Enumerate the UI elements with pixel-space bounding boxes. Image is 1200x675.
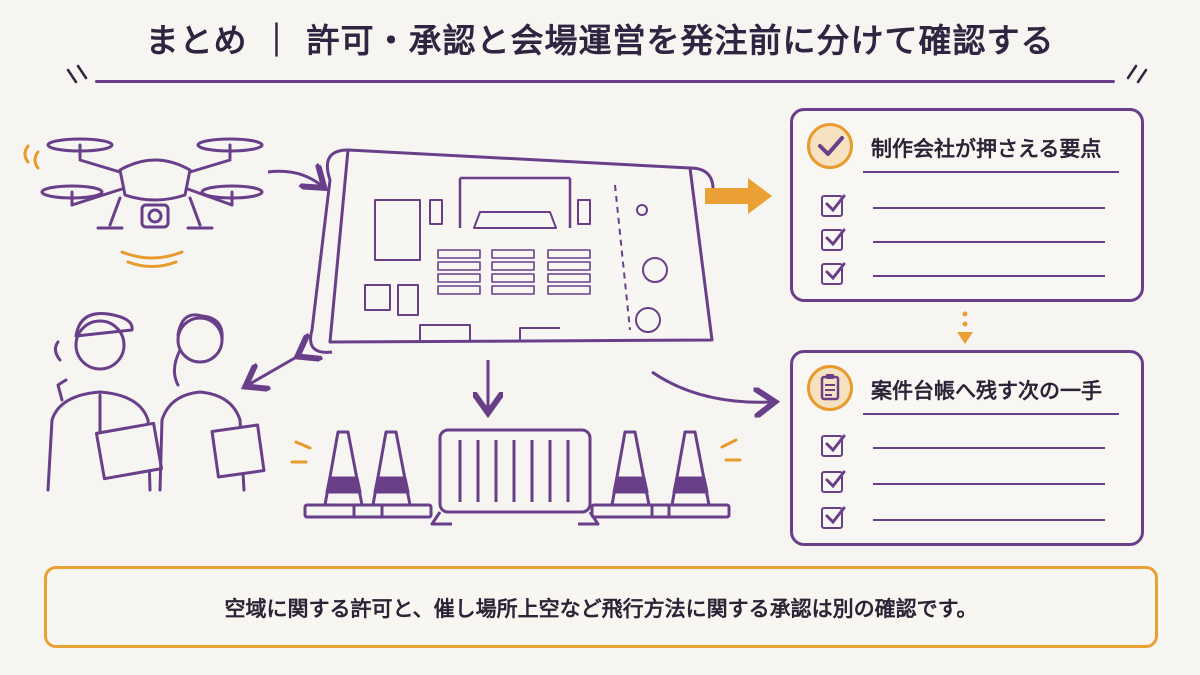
checkmark-circle-icon	[807, 123, 853, 169]
orange-arrow-right	[705, 178, 772, 214]
checklist-item	[821, 228, 1121, 255]
barrier-fence-icon	[430, 428, 600, 526]
checklist-item	[821, 506, 1121, 533]
checkbox-icon	[821, 434, 846, 457]
card-connector	[957, 311, 973, 344]
arrow-drone-to-plan	[267, 171, 322, 186]
checklist-item	[821, 194, 1121, 221]
placeholder-line	[873, 519, 1105, 521]
checkbox-icon	[821, 228, 846, 251]
checklist-item	[821, 470, 1121, 497]
title-sparkle-right	[1126, 64, 1148, 84]
ledger-next-steps-card: 案件台帳へ残す次の一手	[790, 350, 1144, 546]
arrow-plan-to-ledger	[651, 370, 772, 402]
venue-floor-plan	[309, 148, 715, 354]
cone-sparkles	[290, 438, 742, 464]
checkbox-icon	[821, 470, 846, 493]
placeholder-line	[873, 241, 1105, 243]
title-underline	[95, 80, 1115, 83]
drone-motion-lines	[23, 144, 184, 268]
arrow-plan-staff	[248, 355, 300, 385]
checkbox-icon	[821, 194, 846, 217]
production-card-heading: 制作会社が押さえる要点	[871, 137, 1102, 161]
ledger-card-divider	[863, 413, 1119, 415]
checklist-item	[821, 434, 1121, 461]
production-card-divider	[863, 171, 1119, 173]
ledger-card-heading: 案件台帳へ残す次の一手	[871, 379, 1102, 403]
staff-people	[46, 311, 266, 492]
checklist-item	[821, 262, 1121, 289]
placeholder-line	[873, 275, 1105, 277]
placeholder-line	[873, 483, 1105, 485]
checkbox-icon	[821, 262, 846, 285]
title-sparkle-left	[66, 64, 88, 84]
page-title: まとめ ｜ 許可・承認と会場運営を発注前に分けて確認する	[145, 21, 1055, 60]
clipboard-icon	[807, 365, 853, 411]
summary-note-text: 空域に関する許可と、催し場所上空など飛行方法に関する承認は別の確認です。	[224, 597, 978, 621]
summary-note-box: 空域に関する許可と、催し場所上空など飛行方法に関する承認は別の確認です。	[44, 566, 1158, 648]
checkbox-icon	[821, 506, 846, 529]
traffic-cone-icon	[303, 430, 731, 519]
drone-icon	[40, 137, 264, 230]
placeholder-line	[873, 447, 1105, 449]
placeholder-line	[873, 207, 1105, 209]
production-points-card: 制作会社が押さえる要点	[790, 108, 1144, 302]
